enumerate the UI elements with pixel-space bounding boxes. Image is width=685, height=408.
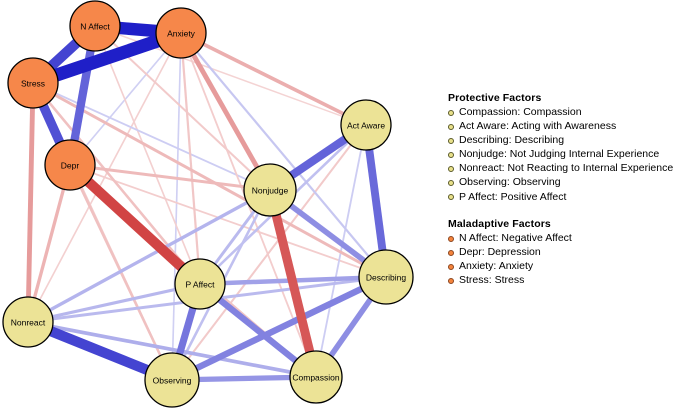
network-edge bbox=[69, 163, 271, 192]
legend-dot-icon bbox=[448, 235, 454, 242]
legend-item-label: Stress: Stress bbox=[459, 274, 525, 287]
network-edge bbox=[32, 82, 201, 285]
network-edge bbox=[180, 31, 367, 127]
node-circle bbox=[7, 57, 59, 109]
legend-maladaptive-title: Maladaptive Factors bbox=[448, 218, 551, 231]
legend-protective-title: Protective Factors bbox=[448, 92, 542, 104]
legend-item-depr: Depr: Depression bbox=[448, 246, 685, 260]
legend-item-p-affect: P Affect: Positive Affect bbox=[448, 191, 685, 205]
node-circle bbox=[243, 163, 297, 217]
legend-dot-icon bbox=[448, 264, 454, 271]
network-edge bbox=[26, 164, 72, 323]
node-circle bbox=[155, 7, 207, 59]
legend-dot-icon bbox=[448, 109, 454, 116]
network-edge bbox=[66, 161, 204, 288]
legend-dot-icon bbox=[448, 180, 454, 187]
node-circle bbox=[44, 139, 96, 191]
network-node-observing[interactable]: Observing bbox=[144, 352, 200, 408]
edges-layer bbox=[25, 19, 390, 385]
network-edge bbox=[179, 32, 202, 285]
legend-dot-icon bbox=[448, 166, 454, 173]
network-edge bbox=[171, 32, 182, 381]
node-circle bbox=[2, 296, 54, 348]
legend-dot-icon bbox=[448, 137, 454, 144]
network-edge bbox=[32, 81, 387, 279]
network-node-nonreact[interactable]: Nonreact bbox=[2, 296, 54, 348]
legend-item-label: Nonreact: Not Reacting to Internal Exper… bbox=[459, 162, 674, 175]
network-node-naffect[interactable]: N Affect bbox=[69, 0, 121, 52]
legend-item-n-affect: N Affect: Negative Affect bbox=[448, 232, 685, 246]
legend-item-act-aware: Act Aware: Acting with Awareness bbox=[448, 120, 685, 134]
network-edge bbox=[94, 25, 201, 285]
legend-item-label: Depr: Depression bbox=[459, 246, 541, 259]
network-edge bbox=[171, 124, 367, 381]
network-edge bbox=[180, 32, 387, 278]
legend-item-describing: Describing: Describing bbox=[448, 134, 685, 148]
node-circle bbox=[358, 249, 414, 305]
legend-dot-icon bbox=[448, 250, 454, 257]
legend-protective-block: Protective Factors Compassion: Compassio… bbox=[448, 92, 685, 204]
legend: Protective Factors Compassion: Compassio… bbox=[448, 92, 685, 302]
network-edge bbox=[178, 31, 273, 192]
network-edge bbox=[170, 274, 388, 383]
legend-dot-icon bbox=[448, 278, 454, 285]
legend-dot-icon bbox=[448, 123, 454, 130]
legend-item-label: Describing: Describing bbox=[459, 134, 565, 147]
network-edge bbox=[32, 82, 271, 191]
legend-dot-icon bbox=[448, 194, 454, 201]
network-edge bbox=[27, 188, 271, 324]
network-node-stress[interactable]: Stress bbox=[7, 57, 59, 109]
node-circle bbox=[289, 350, 343, 404]
network-node-anxiety[interactable]: Anxiety bbox=[155, 7, 207, 59]
network-edge bbox=[94, 25, 367, 126]
legend-maladaptive-block: Maladaptive Factors N Affect: Negative A… bbox=[448, 218, 685, 288]
legend-item-label: Compassion: Compassion bbox=[459, 106, 582, 118]
legend-item-compassion: Compassion: Compassion bbox=[448, 106, 685, 120]
network-edge bbox=[27, 320, 317, 379]
network-edge bbox=[265, 188, 321, 379]
network-edge bbox=[30, 26, 184, 90]
legend-item-label: Nonjudge: Not Judging Internal Experienc… bbox=[459, 148, 660, 161]
network-node-nonjudge[interactable]: Nonjudge bbox=[243, 163, 297, 217]
legend-item-nonreact: Nonreact: Not Reacting to Internal Exper… bbox=[448, 162, 685, 176]
network-edge bbox=[25, 82, 36, 323]
network-node-describing[interactable]: Describing bbox=[358, 249, 414, 305]
node-circle bbox=[69, 0, 121, 52]
legend-dot-icon bbox=[448, 152, 454, 159]
network-edge bbox=[27, 282, 201, 324]
legend-item-label: N Affect: Negative Affect bbox=[459, 232, 572, 245]
node-circle bbox=[174, 258, 226, 310]
legend-item-label: P Affect: Positive Affect bbox=[459, 190, 567, 203]
legend-item-stress: Stress: Stress bbox=[448, 274, 685, 288]
legend-item-nonjudge: Nonjudge: Not Judging Internal Experienc… bbox=[448, 148, 685, 162]
legend-item-label: Act Aware: Acting with Awareness bbox=[459, 120, 617, 133]
network-edge bbox=[69, 164, 387, 278]
legend-item-observing: Observing: Observing bbox=[448, 176, 685, 190]
network-node-depr[interactable]: Depr bbox=[44, 139, 96, 191]
network-node-paffect[interactable]: P Affect bbox=[174, 258, 226, 310]
network-node-compassion[interactable]: Compassion bbox=[289, 350, 343, 404]
node-circle bbox=[340, 99, 392, 151]
network-node-actaware[interactable]: Act Aware bbox=[340, 99, 392, 151]
legend-item-label: Observing: Observing bbox=[459, 176, 561, 189]
legend-item-anxiety: Anxiety: Anxiety bbox=[448, 260, 685, 274]
legend-item-label: Anxiety: Anxiety bbox=[459, 260, 534, 273]
node-circle bbox=[144, 352, 200, 408]
